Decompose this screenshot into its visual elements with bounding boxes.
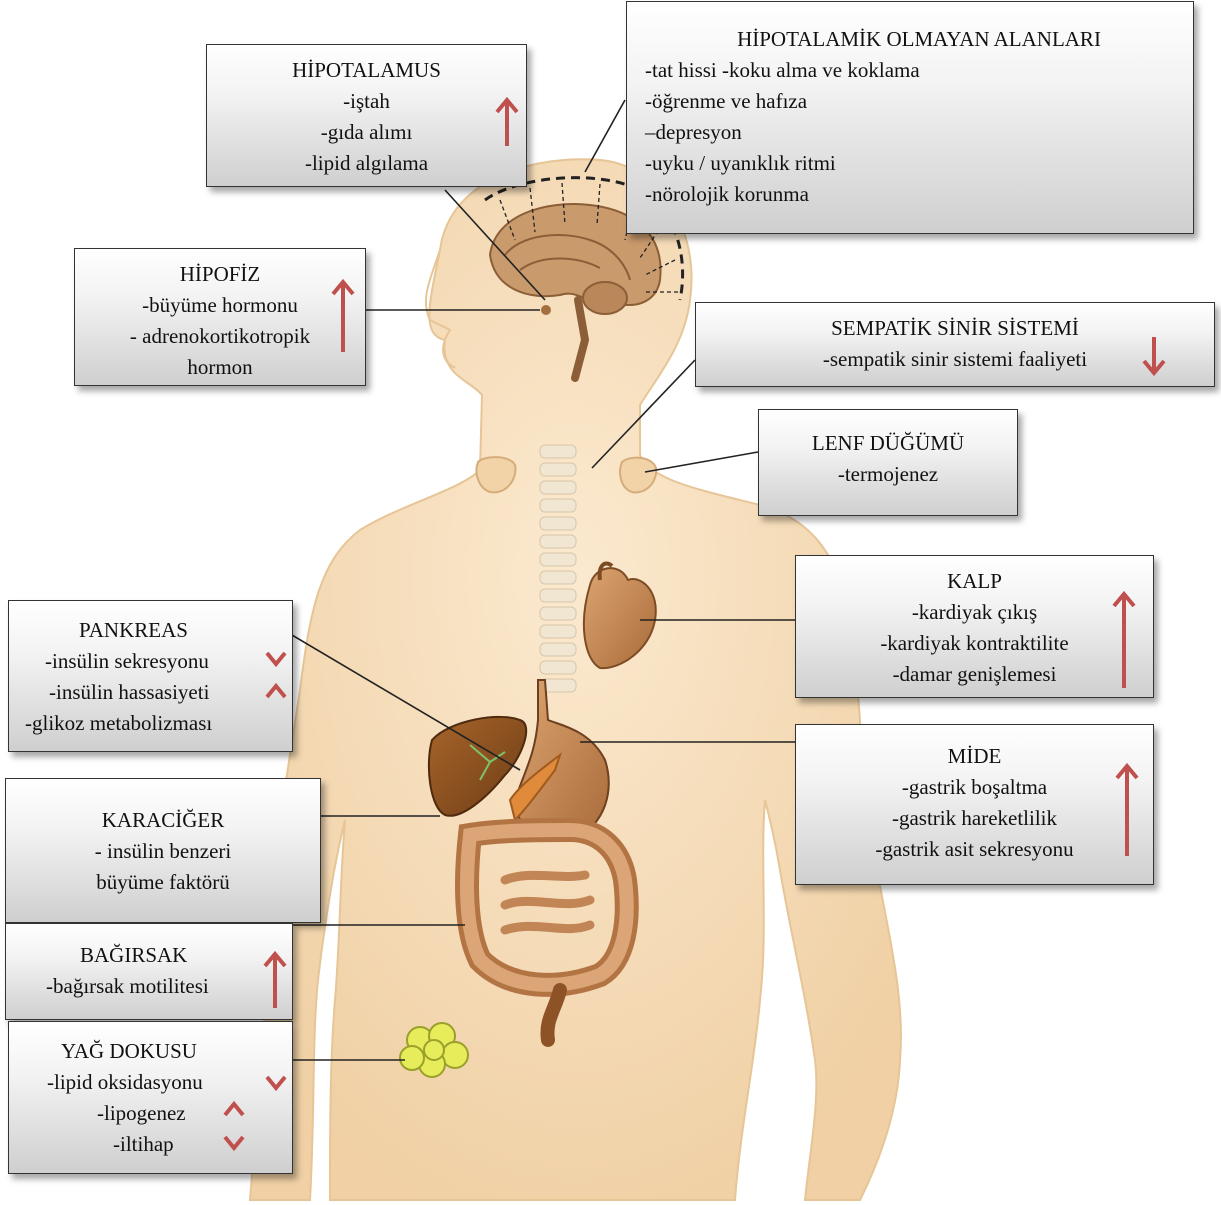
non-hypothalamic-line-1: -tat hissi -koku alma ve koklama [645,55,1193,86]
stomach-up-arrow-icon [1114,762,1140,858]
adipose-box: YAĞ DOKUSU -lipid oksidasyonu -lipogenez… [8,1021,293,1174]
non-hypothalamic-line-2: -öğrenme ve hafıza [645,86,1193,117]
insulin-sensitivity-up-chevron-icon [264,682,288,700]
heart-title: KALP [796,566,1153,597]
pancreas-line-3: -glikoz metabolizması [25,708,292,739]
inflammation-down-chevron-icon [222,1134,246,1152]
non-hypothalamic-line-5: -nörolojik korunma [645,179,1193,210]
stomach-line-2: -gastrik hareketlilik [796,803,1153,834]
heart-line-1: -kardiyak çıkış [796,597,1153,628]
heart-up-arrow-icon [1111,590,1137,690]
sympathetic-down-arrow-icon [1141,335,1167,377]
liver-box: KARACİĞER - insülin benzeri büyüme faktö… [5,778,321,923]
non-hypothalamic-line-4: -uyku / uyanıklık ritmi [645,148,1193,179]
non-hypothalamic-line-3: –depresyon [645,117,1193,148]
lymph-node-title: LENF DÜĞÜMÜ [759,428,1017,459]
intestine-line-1: -bağırsak motilitesi [6,971,292,1002]
stomach-line-1: -gastrik boşaltma [796,772,1153,803]
hypothalamus-line-2: -gıda alımı [207,117,526,148]
intestine-up-arrow-icon [262,950,288,1010]
pituitary-line-2: - adrenokortikotropik [75,321,365,352]
insulin-secretion-down-chevron-icon [264,650,288,668]
lipid-oxidation-down-chevron-icon [264,1074,288,1092]
pituitary-title: HİPOFİZ [75,259,365,290]
pancreas-box: PANKREAS -insülin sekresyonu -insülin ha… [8,600,293,752]
pituitary-line-1: -büyüme hormonu [75,290,365,321]
stomach-title: MİDE [796,741,1153,772]
heart-line-2: -kardiyak kontraktilite [796,628,1153,659]
sympathetic-title: SEMPATİK SİNİR SİSTEMİ [696,313,1214,344]
non-hypothalamic-title: HİPOTALAMİK OLMAYAN ALANLARI [645,24,1193,55]
stomach-box: MİDE -gastrik boşaltma -gastrik hareketl… [795,724,1154,885]
hypothalamus-line-3: -lipid algılama [207,148,526,179]
adipose-line-2: -lipogenez [9,1098,292,1129]
adipose-title: YAĞ DOKUSU [9,1036,292,1067]
intestine-box: BAĞIRSAK -bağırsak motilitesi [5,923,293,1020]
intestine-title: BAĞIRSAK [6,940,292,971]
pancreas-title: PANKREAS [35,615,292,646]
hypothalamus-line-1: -iştah [207,86,526,117]
sympathetic-box: SEMPATİK SİNİR SİSTEMİ -sempatik sinir s… [695,302,1215,387]
lipogenesis-up-chevron-icon [222,1100,246,1118]
heart-line-3: -damar genişlemesi [796,659,1153,690]
non-hypothalamic-box: HİPOTALAMİK OLMAYAN ALANLARI -tat hissi … [626,1,1194,234]
adipose-line-3: -iltihap [9,1129,292,1160]
pituitary-box: HİPOFİZ -büyüme hormonu - adrenokortikot… [74,248,366,386]
lymph-node-line-1: -termojenez [759,459,1017,490]
liver-line-2: büyüme faktörü [6,867,320,898]
hypothalamus-title: HİPOTALAMUS [207,55,526,86]
hypothalamus-box: HİPOTALAMUS -iştah -gıda alımı -lipid al… [206,44,527,187]
adipose-line-1: -lipid oksidasyonu [9,1067,292,1098]
stomach-line-3: -gastrik asit sekresyonu [796,834,1153,865]
liver-line-1: - insülin benzeri [6,836,320,867]
pituitary-line-3: hormon [75,352,365,383]
lymph-node-box: LENF DÜĞÜMÜ -termojenez [758,409,1018,516]
pituitary-up-arrow-icon [330,278,356,354]
pancreas-line-1: -insülin sekresyonu [35,646,292,677]
hypothalamus-up-arrow-icon [494,96,520,148]
heart-box: KALP -kardiyak çıkış -kardiyak kontrakti… [795,555,1154,698]
liver-title: KARACİĞER [6,805,320,836]
pancreas-line-2: -insülin hassasiyeti [35,677,292,708]
sympathetic-line-1: -sempatik sinir sistemi faaliyeti [696,344,1214,375]
